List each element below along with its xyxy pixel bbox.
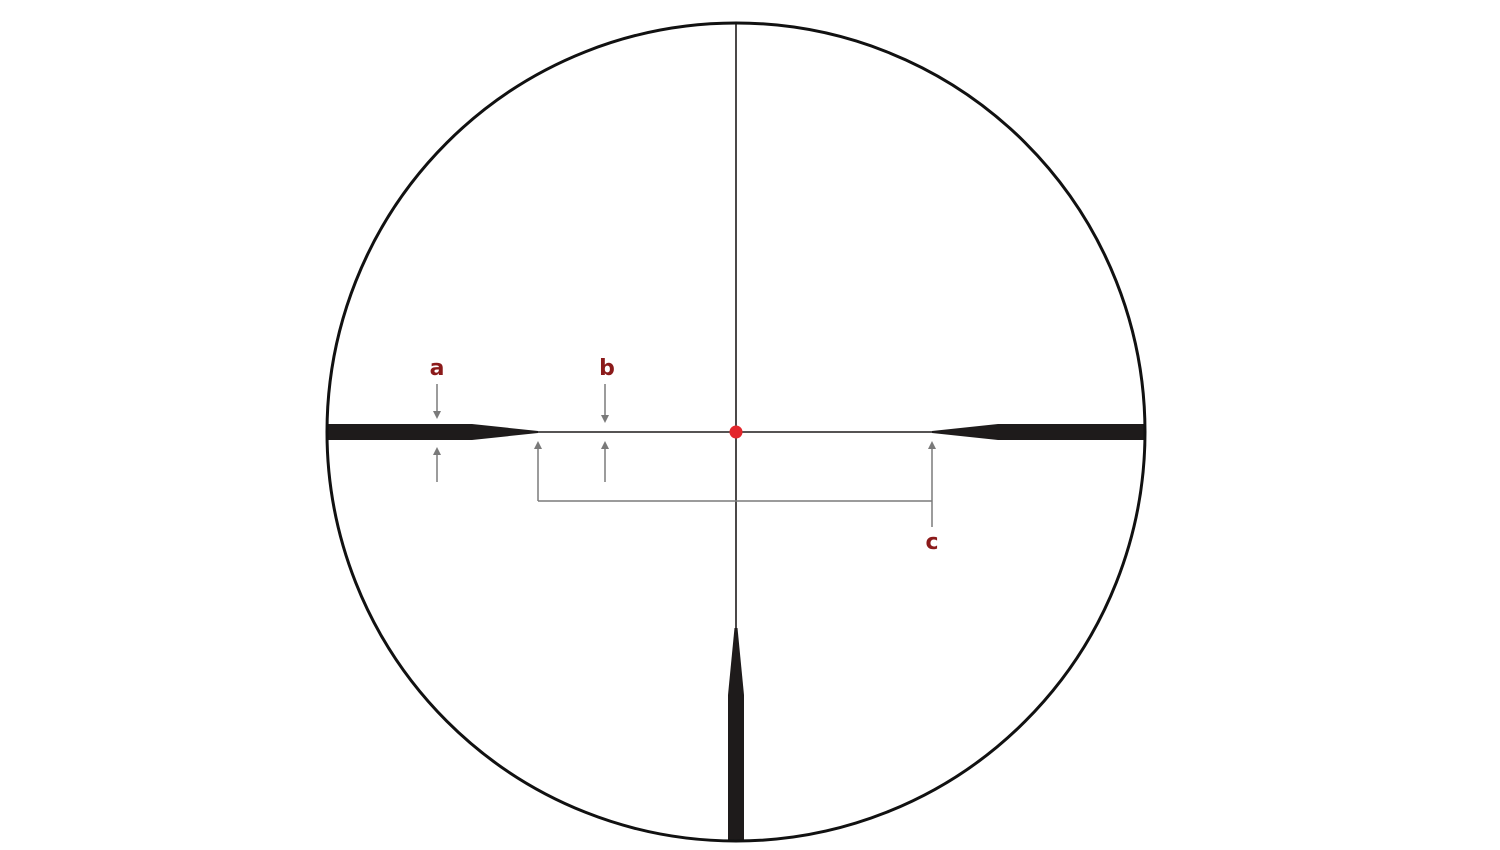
right-thick-post	[932, 424, 1145, 440]
dimension-a	[433, 384, 441, 482]
scope-outline	[325, 21, 1147, 843]
bottom-thick-post	[728, 628, 744, 841]
reticle-group	[327, 23, 1145, 841]
label-a: a	[430, 356, 445, 381]
left-thick-post	[327, 424, 538, 440]
label-c: c	[925, 530, 938, 555]
dimension-b	[601, 384, 609, 482]
dimension-c	[534, 441, 936, 527]
label-b: b	[599, 356, 615, 381]
center-red-dot	[729, 425, 743, 439]
